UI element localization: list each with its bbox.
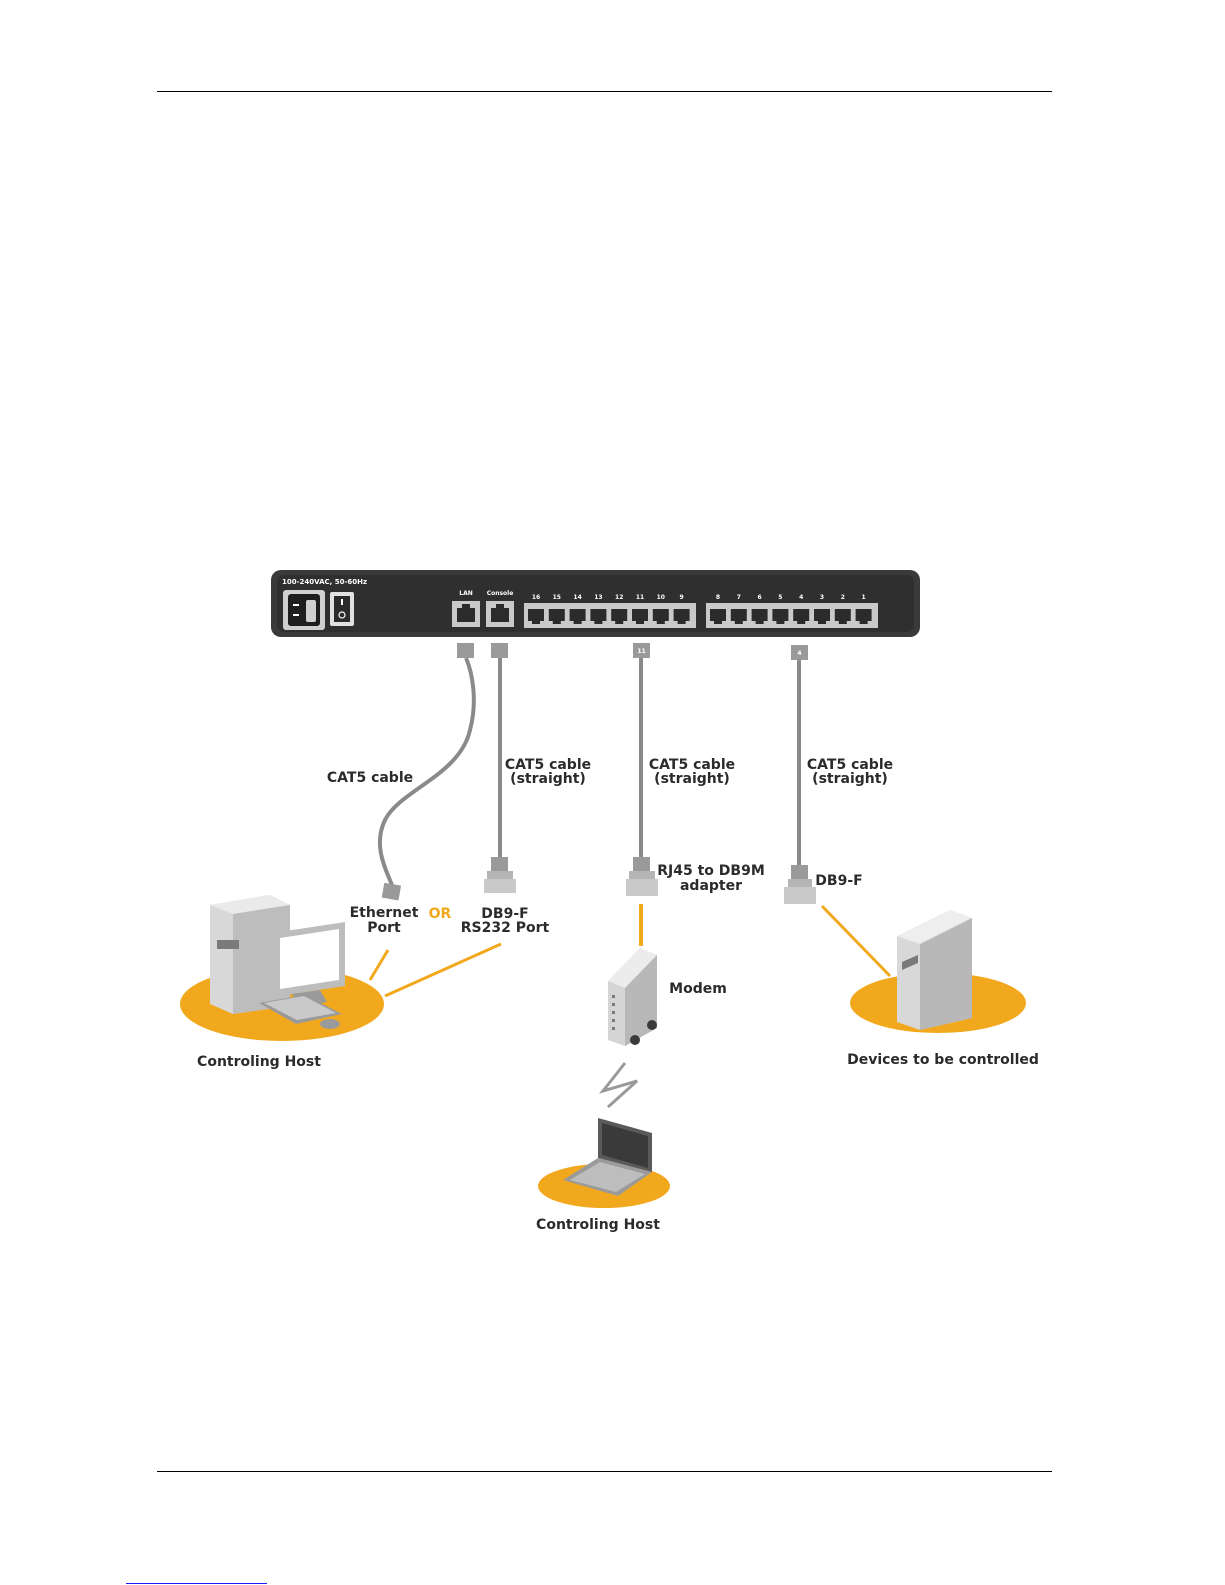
console-port[interactable]: [486, 601, 514, 627]
port-number-label: 5: [778, 594, 782, 601]
port-number-label: 4: [799, 594, 803, 601]
console-cable-label-line2: (straight): [510, 771, 586, 787]
db9f-label: DB9-F: [815, 873, 862, 889]
cable-tag-port-4: 4: [791, 645, 808, 660]
rj45-adapter-label-line2: adapter: [680, 878, 742, 894]
port-number-label: 6: [758, 594, 762, 601]
or-label: OR: [429, 906, 452, 922]
cable-tag-port-11: 11: [633, 643, 650, 658]
port-number-label: 15: [553, 594, 561, 601]
power-inlet-icon: [283, 590, 325, 630]
db9f-connector: [784, 865, 816, 904]
lan-port[interactable]: [452, 601, 480, 627]
cable-tag-11-label: 11: [637, 648, 645, 655]
cable-tag-4-label: 4: [797, 650, 801, 657]
port-number-label: 12: [615, 594, 623, 601]
rj45-db9m-adapter: [626, 857, 658, 896]
cable-tag-lan: [457, 643, 474, 658]
ethernet-port-label-line1: Ethernet: [350, 905, 419, 921]
port-number-label: 1: [862, 594, 866, 601]
lan-cable-label: CAT5 cable: [327, 770, 413, 786]
ethernet-link-line: [370, 950, 388, 980]
power-rating-label: 100-240VAC, 50-60Hz: [282, 578, 367, 586]
port4-cable-label-line2: (straight): [812, 771, 888, 787]
controlling-host-label-left: Controling Host: [197, 1054, 321, 1070]
port-number-label: 2: [841, 594, 845, 601]
devices-controlled-label: Devices to be controlled: [847, 1052, 1039, 1068]
db9f-rs232-connector: [484, 857, 516, 893]
port-number-label: 14: [573, 594, 581, 601]
port-number-label: 11: [636, 594, 644, 601]
port-number-label: 7: [737, 594, 741, 601]
port-number-label: 3: [820, 594, 824, 601]
rj45-adapter-label-line1: RJ45 to DB9M: [657, 863, 765, 879]
db9f-rs232-label-line2: RS232 Port: [461, 920, 550, 936]
controlling-host-laptop-icon: [538, 1118, 670, 1208]
console-server-device: 100-240VAC, 50-60Hz LAN Console: [271, 570, 920, 637]
cable-tag-console: [491, 643, 508, 658]
wireless-link-icon: [603, 1063, 637, 1107]
console-port-label: Console: [487, 590, 514, 597]
controlled-device-server-icon: [850, 910, 1026, 1033]
port-number-label: 8: [716, 594, 720, 601]
power-switch[interactable]: [330, 592, 354, 626]
port-number-label: 10: [657, 594, 665, 601]
ethernet-plug: [382, 883, 401, 901]
ethernet-port-label-line2: Port: [367, 920, 401, 936]
controlling-host-label-bottom: Controling Host: [536, 1217, 660, 1233]
port-number-label: 9: [680, 594, 684, 601]
rs232-link-line: [385, 944, 501, 996]
modem-label: Modem: [669, 981, 727, 997]
port-number-label: 16: [532, 594, 540, 601]
modem-icon: [608, 948, 657, 1046]
port11-cable-label-line2: (straight): [654, 771, 730, 787]
port-number-label: 13: [594, 594, 602, 601]
db9f-device-link-line: [822, 906, 890, 976]
lan-port-label: LAN: [459, 590, 473, 597]
